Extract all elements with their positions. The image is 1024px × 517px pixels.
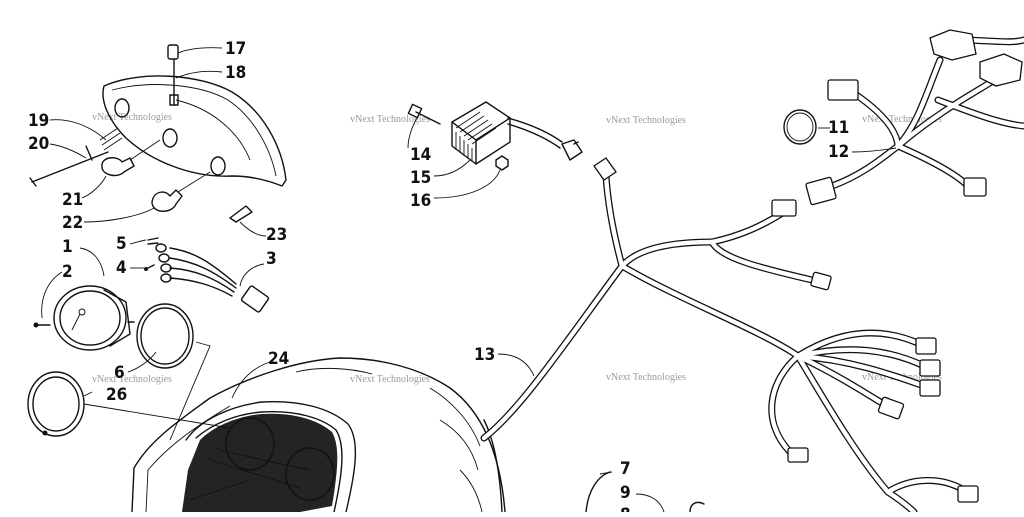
- regulator-assembly: [407, 101, 583, 171]
- callout-19: 19: [28, 111, 49, 131]
- watermark: vNext Technologies: [606, 372, 686, 383]
- wiring-harness: [480, 29, 1024, 516]
- watermark: vNext Technologies: [350, 374, 430, 385]
- watermark: vNext Technologies: [606, 115, 686, 126]
- callout-20: 20: [28, 134, 49, 154]
- callout-12: 12: [828, 142, 849, 162]
- regulator-callouts: 14 15 16: [407, 115, 501, 211]
- headlight-callouts: 17 18 19 20 21 22 23: [28, 39, 287, 245]
- callout-18: 18: [225, 63, 246, 83]
- callout-5: 5: [116, 234, 127, 254]
- callout-6: 6: [114, 363, 125, 383]
- callout-21: 21: [62, 190, 83, 210]
- callout-9: 9: [620, 483, 631, 503]
- callout-16: 16: [410, 191, 431, 211]
- harness-callouts: 11 12 13 7 9 8: [474, 118, 897, 517]
- watermark: vNext Technologies: [350, 114, 430, 125]
- watermark: vNext Technologies: [92, 374, 172, 385]
- headlight-assembly: [29, 44, 287, 223]
- callout-7: 7: [620, 459, 631, 479]
- gauge-assembly: [27, 237, 270, 441]
- callout-2: 2: [62, 262, 73, 282]
- callout-15: 15: [410, 168, 431, 188]
- watermark: vNext Technologies: [862, 114, 942, 125]
- callout-11: 11: [828, 118, 849, 138]
- callout-23: 23: [266, 225, 287, 245]
- dash-callouts: 24: [231, 349, 289, 399]
- callout-13: 13: [474, 345, 495, 365]
- watermark: vNext Technologies: [92, 112, 172, 123]
- callout-8: 8: [620, 505, 631, 512]
- callout-3: 3: [266, 249, 277, 269]
- callout-24: 24: [268, 349, 289, 369]
- dash-panel: [131, 357, 506, 513]
- callout-26: 26: [106, 385, 127, 405]
- callout-1: 1: [62, 237, 73, 257]
- callout-14: 14: [410, 145, 431, 165]
- callout-4: 4: [116, 258, 127, 278]
- callout-22: 22: [62, 213, 83, 233]
- gauge-callouts: 1 2 5 4 3 6 26: [41, 234, 277, 405]
- callout-17: 17: [225, 39, 246, 59]
